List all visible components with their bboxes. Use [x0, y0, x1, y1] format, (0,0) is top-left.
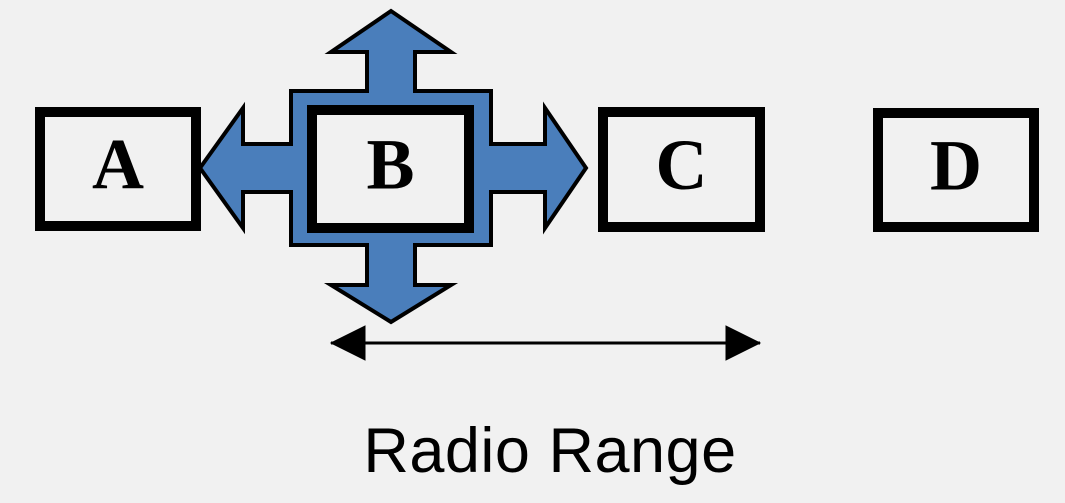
node-b-label: B — [366, 125, 414, 205]
node-b[interactable]: B — [307, 105, 474, 233]
node-a-box[interactable] — [35, 107, 201, 231]
node-d-label: D — [930, 126, 982, 206]
radio-range-caption: Radio Range — [363, 416, 736, 486]
node-a[interactable]: A — [35, 107, 201, 231]
node-b-box[interactable] — [307, 105, 474, 233]
node-c[interactable]: C — [598, 107, 765, 232]
node-c-box[interactable] — [598, 107, 765, 232]
node-d[interactable]: D — [873, 108, 1039, 232]
measure-arrow-head-right — [725, 325, 762, 361]
measure-arrow-head-left — [329, 325, 366, 361]
radio-range-measure-arrow — [329, 325, 762, 361]
node-c-label: C — [656, 125, 708, 205]
node-a-label: A — [92, 125, 144, 205]
node-d-box[interactable] — [873, 108, 1039, 232]
